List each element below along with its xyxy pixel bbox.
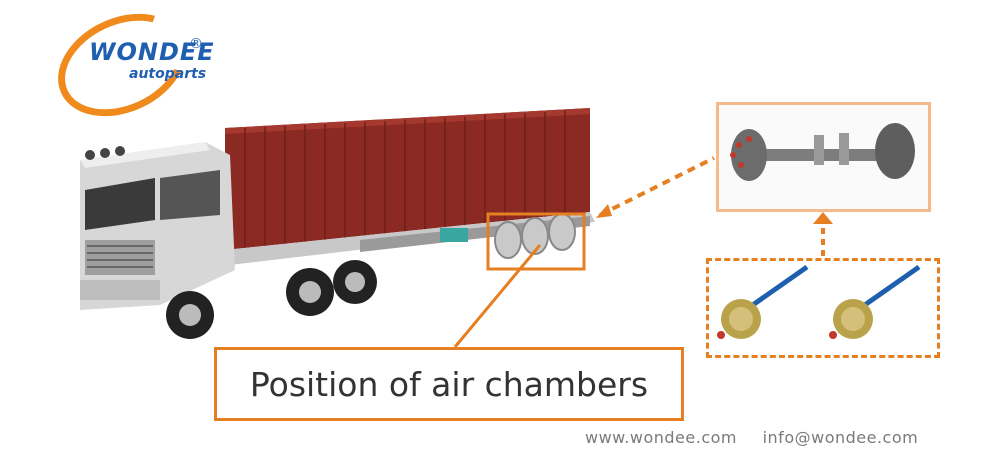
chamber-arrow-head: [813, 212, 833, 224]
air-chamber-illustration: [717, 264, 921, 339]
logo-subtitle: autoparts: [129, 66, 207, 82]
logo-brand-text: WONDEE: [89, 38, 215, 66]
trailer-wheels: [494, 213, 576, 259]
air-chamber-right: [829, 264, 921, 339]
caption-box: Position of air chambers: [214, 347, 684, 421]
caption-connector-line: [453, 244, 542, 348]
air-chamber-image-frame: [706, 258, 940, 358]
truck-illustration: [80, 108, 595, 339]
footer-contacts: www.wondee.com info@wondee.com: [585, 428, 938, 447]
email-link[interactable]: info@wondee.com: [762, 428, 919, 447]
axle-arrow-line: [599, 156, 715, 217]
caption-text: Position of air chambers: [249, 364, 649, 404]
wondee-logo: WONDEE ® autoparts: [41, 0, 225, 136]
air-chamber-left: [717, 264, 809, 339]
axle-image-frame: [716, 102, 931, 212]
axle-illustration: [730, 123, 915, 181]
registered-mark: ®: [189, 36, 203, 52]
wheel-highlight-frame: [486, 212, 586, 271]
axle-arrow-head: [596, 204, 612, 218]
website-link[interactable]: www.wondee.com: [585, 428, 737, 447]
